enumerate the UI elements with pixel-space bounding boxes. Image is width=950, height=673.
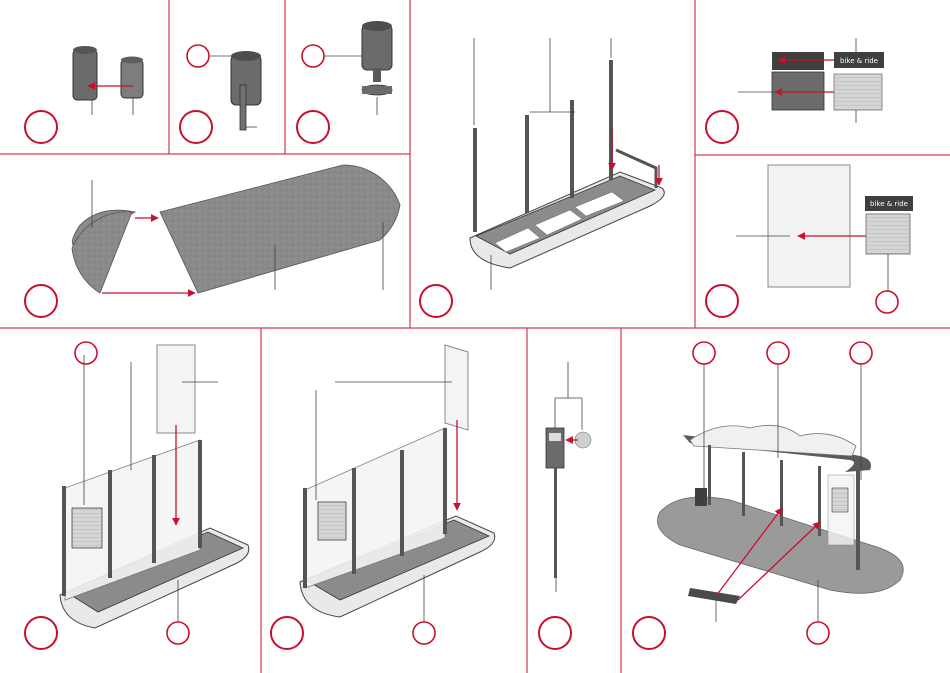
step-7-timetable: bike & ride xyxy=(706,165,913,317)
step-11-callout-b xyxy=(767,342,789,364)
step-11-final-shelter xyxy=(633,342,903,649)
step-4-callout xyxy=(25,285,57,317)
step-5-frame xyxy=(420,38,664,317)
step-10-stop-pole xyxy=(539,362,591,649)
step-11-callout-d xyxy=(807,622,829,644)
step-7-callout xyxy=(706,285,738,317)
step-8-callout xyxy=(25,617,57,649)
step-9-callout xyxy=(271,617,303,649)
step-1-bin-assembly xyxy=(25,46,143,143)
step-8-callout-top xyxy=(75,342,97,364)
step-6-callout xyxy=(706,111,738,143)
step-11-callout-c xyxy=(850,342,872,364)
step-11-callout-a xyxy=(693,342,715,364)
step-8-callout-bottom xyxy=(167,622,189,644)
step-2-callout xyxy=(180,111,212,143)
step-3-bin-base xyxy=(297,21,392,143)
step-3-callout xyxy=(297,111,329,143)
step-2-callout-small xyxy=(187,45,209,67)
step-9-callout-small xyxy=(413,622,435,644)
step-5-callout xyxy=(420,285,452,317)
step-10-callout xyxy=(539,617,571,649)
step-1-callout xyxy=(25,111,57,143)
step-6-sign-boards: bike & ride xyxy=(706,38,884,143)
step-7-callout-small xyxy=(876,291,898,313)
step-9-side-wall xyxy=(271,345,495,649)
step-11-callout xyxy=(633,617,665,649)
step-4-platform xyxy=(25,165,400,317)
right-sign-text: bike & ride xyxy=(870,200,908,208)
step-3-callout-small xyxy=(302,45,324,67)
step-2-bin-post xyxy=(180,45,261,143)
top-sign-text: bike & ride xyxy=(840,57,878,65)
step-8-rear-wall xyxy=(25,342,249,649)
